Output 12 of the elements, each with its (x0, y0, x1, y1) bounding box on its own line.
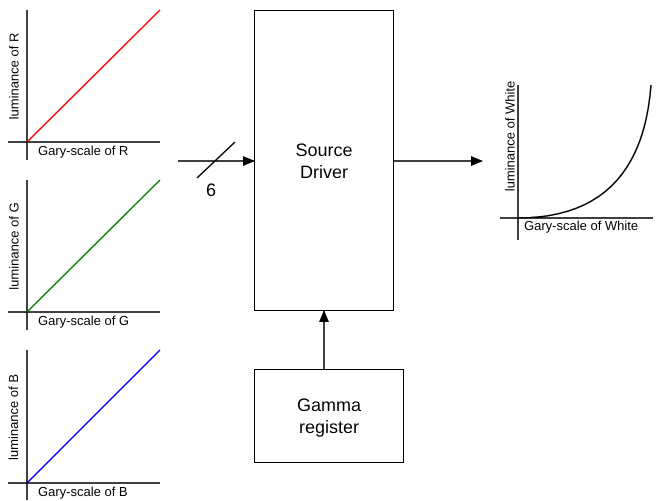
process-box (254, 369, 404, 463)
block-label: Source Driver (294, 138, 354, 182)
axis-label: luminance of B (7, 374, 21, 460)
axis-label: Gary-scale of G (38, 314, 130, 328)
axis-label: luminance of G (7, 202, 22, 290)
axis-label: Gary-scale of White (524, 219, 638, 233)
block-label: Gamma register (296, 394, 362, 438)
axis-label: luminance of White (502, 80, 517, 192)
axis-label: Gary-scale of B (38, 485, 128, 499)
process-box (254, 10, 394, 311)
axis-label: luminance of R (6, 32, 21, 120)
axis-label: Gary-scale of R (38, 144, 128, 158)
